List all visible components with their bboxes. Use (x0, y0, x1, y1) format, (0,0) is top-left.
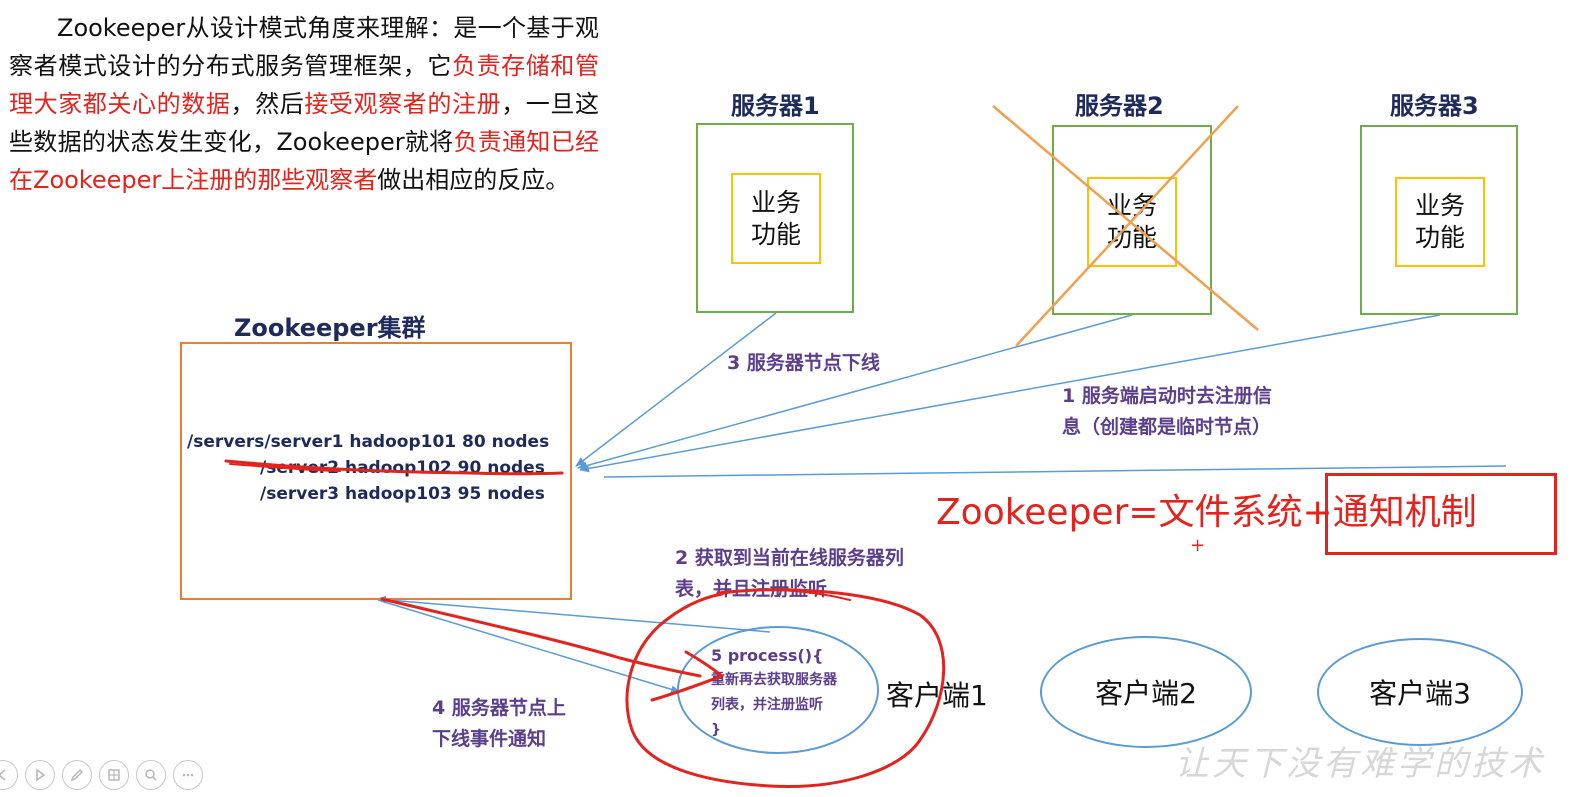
business-label: 功能 (1106, 223, 1157, 252)
step3-label: 3 服务器节点下线 (727, 352, 880, 374)
client3-label: 客户端3 (1369, 677, 1471, 710)
client1-label: 客户端1 (886, 679, 988, 712)
pen-tool-button[interactable] (62, 760, 92, 790)
slides-overview-button[interactable] (99, 760, 129, 790)
arrow-server2-to-zk (577, 314, 1133, 470)
process-body: 列表，并注册监听 (711, 697, 823, 713)
step1-label: 1 服务端启动时去注册信 息（创建都是临时节点） (1062, 381, 1272, 443)
more-icon (182, 773, 194, 777)
process-head: 5 process(){ (711, 646, 824, 665)
watermark: 让天下没有难学的技术 (1175, 744, 1545, 784)
zookeeper-cluster-box: /servers/server1 hadoop101 80 nodes /ser… (180, 342, 572, 600)
server1-title: 服务器1 (731, 92, 820, 120)
step4-label: 4 服务器节点上 下线事件通知 (432, 693, 566, 755)
process-close: } (711, 722, 721, 738)
step2-text: 表，并且注册监听 (675, 578, 828, 600)
intro-text: ，然后 (230, 90, 305, 118)
arrow-server3-to-zk (579, 314, 1441, 473)
server3-business-box: 业务功能 (1395, 177, 1485, 267)
business-label: 业务 (750, 187, 801, 217)
intro-paragraph: Zookeeper从设计模式角度来理解：是一个基于观察者模式设计的分布式服务管理… (9, 9, 599, 199)
notify-line (603, 465, 1507, 478)
business-label: 功能 (750, 219, 801, 249)
step1-text: 息（创建都是临时节点） (1062, 416, 1272, 438)
play-button[interactable] (25, 760, 55, 790)
server2-box: 业务功能 (1052, 125, 1212, 315)
step2-label: 2 获取到当前在线服务器列 表，并且注册监听 (675, 543, 904, 605)
server2-business-box: 业务功能 (1087, 177, 1177, 267)
znode-path: /servers/server1 hadoop101 80 nodes (187, 432, 550, 452)
intro-text: 做出相应的反应。 (377, 166, 570, 194)
step2-text: 2 获取到当前在线服务器列 (675, 547, 904, 569)
client3-ellipse: 客户端3 (1317, 638, 1523, 746)
client2-label: 客户端2 (1095, 677, 1197, 710)
arrow-server1-to-zk (575, 312, 777, 467)
step4-text: 下线事件通知 (432, 728, 547, 750)
slides-icon (108, 769, 120, 781)
znode-path: /server3 hadoop103 95 nodes (260, 484, 545, 504)
step1-text: 1 服务端启动时去注册信 (1062, 385, 1272, 407)
step4-text: 4 服务器节点上 (432, 697, 566, 719)
server1-box: 业务功能 (696, 123, 854, 313)
formula-highlight-box (1325, 473, 1557, 555)
business-label: 功能 (1414, 223, 1465, 252)
intro-text: Zookeeper从设计模式角度来理解：是一个基于观察者模式设计的分布式服务管理… (9, 14, 599, 80)
znode-path: /server2 hadoop102 90 nodes (260, 458, 545, 478)
prev-icon (0, 769, 6, 781)
arrow-zk-to-client (377, 599, 681, 694)
process-callback: 5 process(){ 重新再去获取服务器 列表，并注册监听 } (711, 644, 881, 743)
presentation-toolbar (0, 760, 203, 790)
client2-ellipse: 客户端2 (1040, 636, 1252, 748)
intro-highlight: 接受观察者的注册 (304, 90, 502, 118)
intro-highlight: 负责存储和管理大家都关心的数据 (9, 52, 600, 118)
intro-highlight: 负责通知已经在Zookeeper上注册的那些观察者 (9, 128, 600, 194)
pen-icon (70, 768, 84, 782)
intro-text: ，一旦这些数据的状态发生变化，Zookeeper就将 (9, 90, 600, 156)
prev-slide-button[interactable] (0, 760, 18, 790)
server2-title: 服务器2 (1075, 92, 1164, 120)
process-body: 重新再去获取服务器 (711, 672, 837, 688)
server3-title: 服务器3 (1390, 92, 1479, 120)
play-icon (36, 768, 46, 782)
more-options-button[interactable] (173, 760, 203, 790)
formula-text: Zookeeper=文件系统+通知机制 (936, 492, 1477, 533)
business-label: 业务 (1106, 191, 1157, 220)
server1-business-box: 业务功能 (731, 173, 821, 264)
zoom-button[interactable] (136, 760, 166, 790)
zoom-icon (145, 769, 157, 781)
business-label: 业务 (1414, 191, 1465, 220)
zookeeper-cluster-title: Zookeeper集群 (234, 314, 426, 342)
cursor-plus-mark: + (1190, 535, 1206, 556)
server3-box: 业务功能 (1360, 125, 1518, 315)
